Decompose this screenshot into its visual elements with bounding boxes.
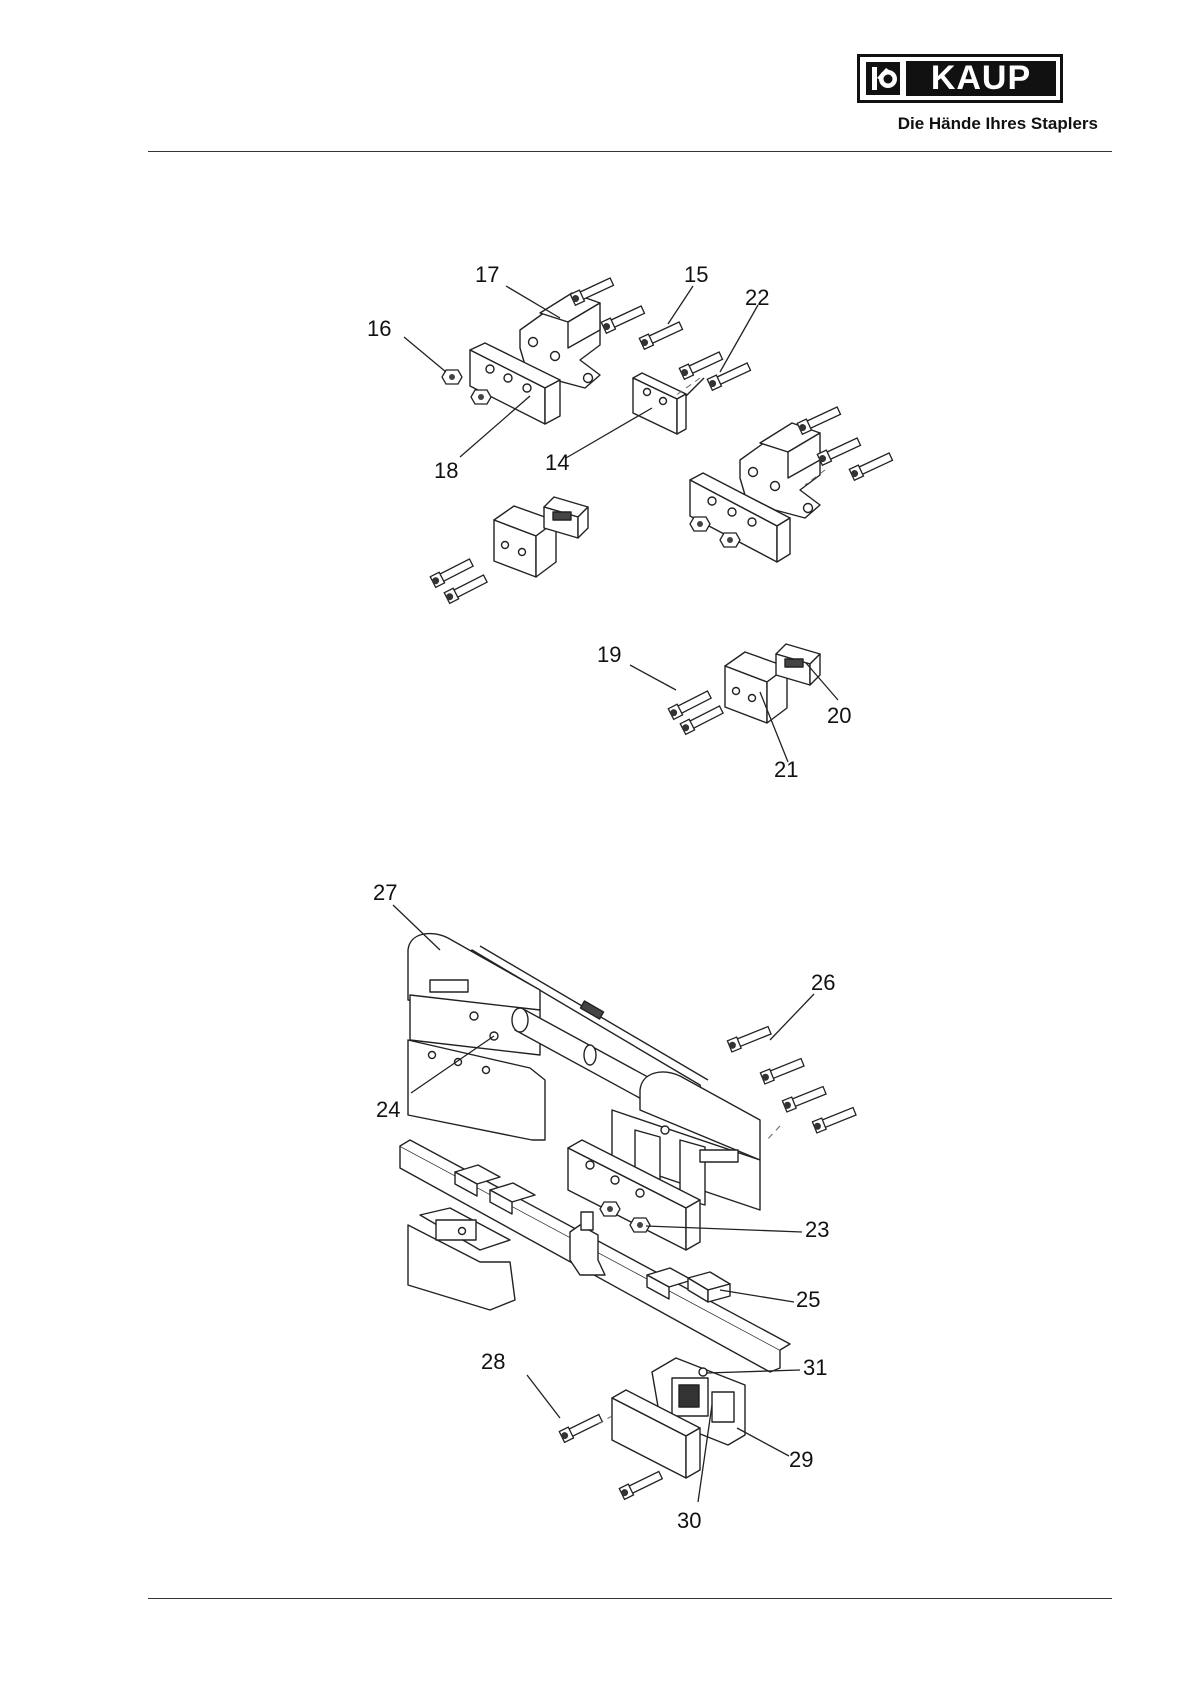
callout-28: 28: [481, 1350, 505, 1374]
callout-31: 31: [803, 1356, 827, 1380]
callout-17: 17: [475, 263, 499, 287]
callout-19: 19: [597, 643, 621, 667]
callout-24: 24: [376, 1098, 400, 1122]
callout-26: 26: [811, 971, 835, 995]
callout-18: 18: [434, 459, 458, 483]
part-14-plate: [633, 373, 704, 434]
callout-25: 25: [796, 1288, 820, 1312]
callout-22: 22: [745, 286, 769, 310]
callout-21: 21: [774, 758, 798, 782]
part-27-housing: [408, 934, 545, 1140]
callout-16: 16: [367, 317, 391, 341]
callout-15: 15: [684, 263, 708, 287]
callout-29: 29: [789, 1448, 813, 1472]
callout-20: 20: [827, 704, 851, 728]
callout-30: 30: [677, 1509, 701, 1533]
callout-27: 27: [373, 881, 397, 905]
callout-14: 14: [545, 451, 569, 475]
callout-23: 23: [805, 1218, 829, 1242]
